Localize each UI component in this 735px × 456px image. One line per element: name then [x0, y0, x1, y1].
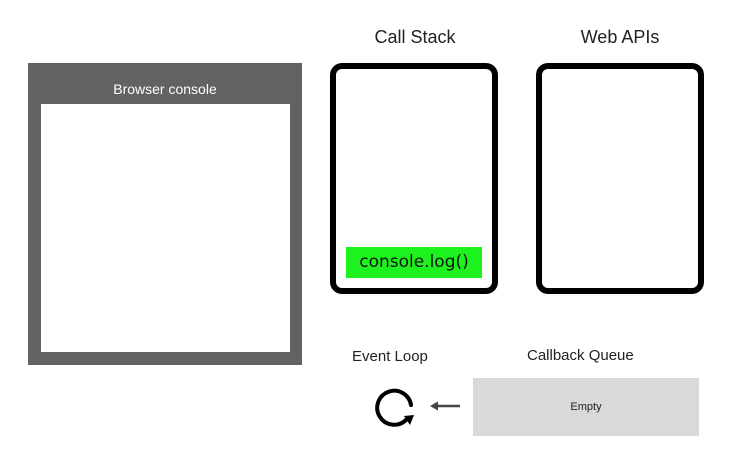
browser-console-panel: Browser console	[28, 63, 302, 365]
callback-queue-status: Empty	[570, 401, 602, 413]
browser-console-title: Browser console	[113, 81, 217, 97]
event-loop-label: Event Loop	[352, 348, 428, 365]
callback-queue-box: Empty	[473, 378, 699, 436]
call-stack-item: console.log()	[346, 247, 482, 278]
web-apis-frame	[536, 63, 704, 294]
refresh-loop-icon	[375, 388, 414, 427]
callback-queue-label: Callback Queue	[527, 347, 634, 364]
arrow-left-icon	[430, 401, 460, 411]
call-stack-heading: Call Stack	[374, 27, 456, 47]
browser-console-output	[41, 104, 290, 352]
call-stack-frame: console.log()	[330, 63, 498, 294]
web-apis-heading: Web APIs	[580, 27, 660, 47]
